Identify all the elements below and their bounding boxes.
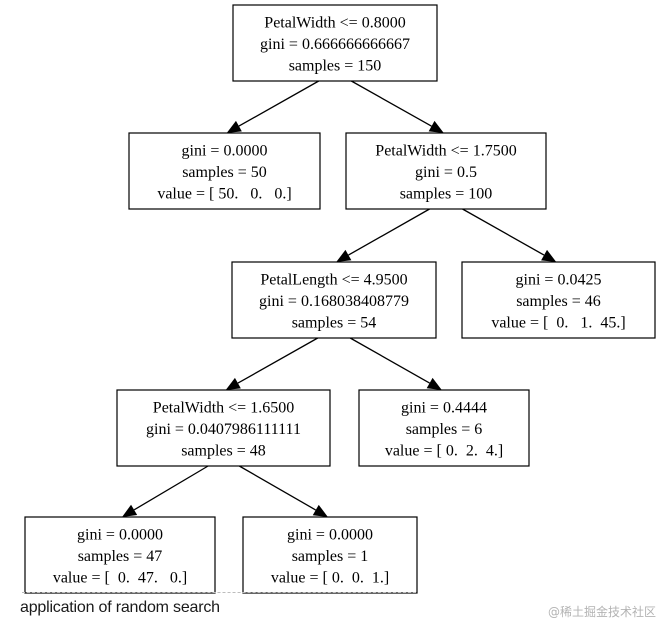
node-box <box>116 389 331 467</box>
node-box <box>24 516 216 594</box>
caption-text: application of random search <box>20 599 220 616</box>
node-line: PetalLength <= 4.9500 <box>260 271 407 288</box>
edge-line <box>237 337 319 384</box>
node-line: PetalWidth <= 1.6500 <box>153 399 294 416</box>
node-box <box>231 261 437 339</box>
node-line: gini = 0.5 <box>415 164 477 181</box>
tree-edge-root-n2 <box>351 80 444 133</box>
node-line: samples = 50 <box>182 164 267 181</box>
tree-node-root: PetalWidth <= 0.8000 gini = 0.66666666666… <box>232 4 438 82</box>
edge-arrowhead <box>428 120 444 133</box>
node-line: value = [ 0. 47. 0.] <box>53 569 187 586</box>
tree-node-n8: gini = 0.0000 samples = 1 value = [ 0. 0. … <box>242 516 418 594</box>
edge-line <box>238 80 320 127</box>
node-line: gini = 0.4444 <box>401 399 487 416</box>
edge-line <box>238 465 317 511</box>
node-line: samples = 48 <box>181 442 266 459</box>
node-line: samples = 6 <box>406 421 483 438</box>
tree-node-n6: gini = 0.4444 samples = 6 value = [ 0. 2. … <box>358 389 530 467</box>
node-line: value = [ 0. 0. 1.] <box>271 569 389 586</box>
node-box <box>128 132 321 210</box>
tree-node-n4: gini = 0.0425 samples = 46 value = [ 0. 1.… <box>461 261 656 339</box>
node-line: value = [ 50. 0. 0.] <box>157 185 291 202</box>
edge-line <box>349 337 430 384</box>
edge-arrowhead <box>225 377 241 390</box>
node-line: PetalWidth <= 1.7500 <box>375 142 516 159</box>
node-line: gini = 0.0000 <box>287 526 373 543</box>
edge-arrowhead <box>426 377 442 390</box>
tree-nodes: PetalWidth <= 0.8000 gini = 0.66666666666… <box>24 4 656 594</box>
tree-edge-n5-n7 <box>122 465 209 517</box>
node-line: samples = 150 <box>289 57 382 74</box>
node-line: samples = 54 <box>292 314 377 331</box>
tree-edge-n2-n4 <box>462 208 557 262</box>
crop-dashed-line <box>22 592 416 593</box>
edge-arrowhead <box>226 120 242 133</box>
edge-arrowhead <box>336 249 352 262</box>
node-line: gini = 0.666666666667 <box>260 36 410 53</box>
tree-edge-root-n1 <box>226 80 320 133</box>
tree-node-n3: PetalLength <= 4.9500 gini = 0.1680384087… <box>231 261 437 339</box>
node-line: gini = 0.0425 <box>516 271 602 288</box>
node-box <box>461 261 656 339</box>
edge-arrowhead <box>312 504 328 517</box>
tree-node-n2: PetalWidth <= 1.7500 gini = 0.5 samples = … <box>345 132 547 210</box>
node-line: gini = 0.0000 <box>77 526 163 543</box>
edge-line <box>351 80 432 127</box>
tree-edge-n3-n6 <box>349 337 442 390</box>
tree-edge-n5-n8 <box>238 465 328 517</box>
tree-node-n1: gini = 0.0000 samples = 50 value = [ 50. 0… <box>128 132 321 210</box>
node-line: samples = 46 <box>516 293 601 310</box>
edge-line <box>133 465 209 511</box>
tree-node-n5: PetalWidth <= 1.6500 gini = 0.04079861111… <box>116 389 331 467</box>
node-line: gini = 0.168038408779 <box>259 293 409 310</box>
tree-edge-n2-n3 <box>336 208 430 262</box>
node-line: value = [ 0. 2. 4.] <box>385 442 503 459</box>
node-line: samples = 1 <box>292 548 369 565</box>
edge-arrowhead <box>122 504 138 517</box>
node-line: samples = 100 <box>400 185 493 202</box>
node-line: gini = 0.0000 <box>182 142 268 159</box>
node-line: samples = 47 <box>78 548 163 565</box>
node-box <box>358 389 530 467</box>
edge-arrowhead <box>541 249 557 262</box>
edge-line <box>462 208 545 256</box>
node-line: gini = 0.0407986111111 <box>146 421 301 438</box>
node-box <box>345 132 547 210</box>
node-box <box>232 4 438 82</box>
edge-line <box>348 208 430 256</box>
tree-edge-n3-n5 <box>225 337 319 390</box>
node-box <box>242 516 418 594</box>
watermark-text: @稀土掘金技术社区 <box>547 605 656 619</box>
node-line: value = [ 0. 1. 45.] <box>491 314 625 331</box>
tree-edges <box>122 80 557 517</box>
node-line: PetalWidth <= 0.8000 <box>264 14 405 31</box>
tree-node-n7: gini = 0.0000 samples = 47 value = [ 0. 47… <box>24 516 216 594</box>
